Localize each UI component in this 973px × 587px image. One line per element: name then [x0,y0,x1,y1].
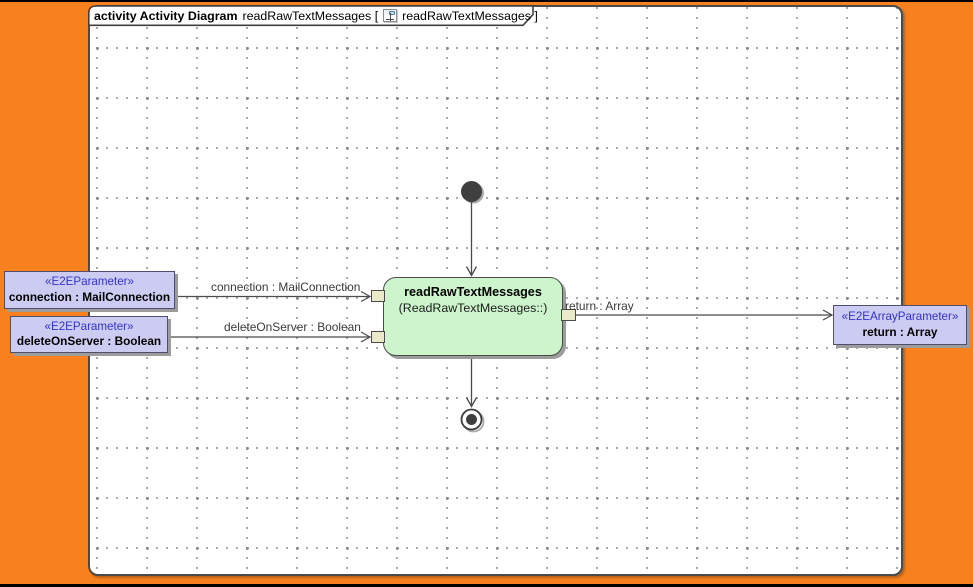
parameter-node-return[interactable]: «E2EArrayParameter» return : Array [833,305,967,345]
frame-diagram-ref: readRawTextMessages ] [402,8,538,23]
frame-tab-shape[interactable] [88,5,534,27]
initial-node[interactable] [461,181,484,204]
window-bottom-edge [0,584,973,587]
parameter-name: return : Array [862,324,938,339]
activity-diagram-icon-post [390,13,392,21]
object-flow-connection[interactable] [175,290,372,303]
control-flow-action-to-final[interactable] [465,359,478,408]
control-flow-initial-to-action[interactable] [465,202,478,277]
action-name: readRawTextMessages [404,285,542,299]
frame-kind-label: activity Activity Diagram [94,8,238,23]
activity-diagram-icon [383,9,398,22]
input-pin-connection[interactable] [371,290,385,302]
parameter-node-connection[interactable]: «E2EParameter» connection : MailConnecti… [4,271,175,309]
frame-tab[interactable]: activity Activity Diagram readRawTextMes… [94,6,538,25]
activity-diagram-icon-node [389,11,396,15]
frame-diagram-name: readRawTextMessages [ [242,8,379,23]
diagram-canvas[interactable] [88,5,903,576]
action-qualifier: (ReadRawTextMessages::) [398,301,548,316]
action-node-readrawtextmessages[interactable]: readRawTextMessages (ReadRawTextMessages… [383,277,563,356]
stereotype-label: «E2EParameter» [44,319,134,333]
parameter-name: connection : MailConnection [8,289,171,304]
input-pin-delete-on-server[interactable] [371,331,385,343]
object-flow-return[interactable] [576,309,834,321]
object-flow-delete-on-server[interactable] [168,331,372,343]
activity-final-node[interactable] [460,408,485,433]
window-top-edge [0,0,973,2]
stereotype-label: «E2EParameter» [45,275,134,289]
edge-label-connection[interactable]: connection : MailConnection [211,280,361,294]
parameter-name: deleteOnServer : Boolean [16,334,162,349]
stereotype-label: «E2EArrayParameter» [841,310,959,324]
parameter-node-delete-on-server[interactable]: «E2EParameter» deleteOnServer : Boolean [10,316,168,353]
edge-label-return[interactable]: return : Array [565,299,634,313]
output-pin-return[interactable] [561,309,576,321]
edge-label-delete-on-server[interactable]: deleteOnServer : Boolean [224,320,361,334]
